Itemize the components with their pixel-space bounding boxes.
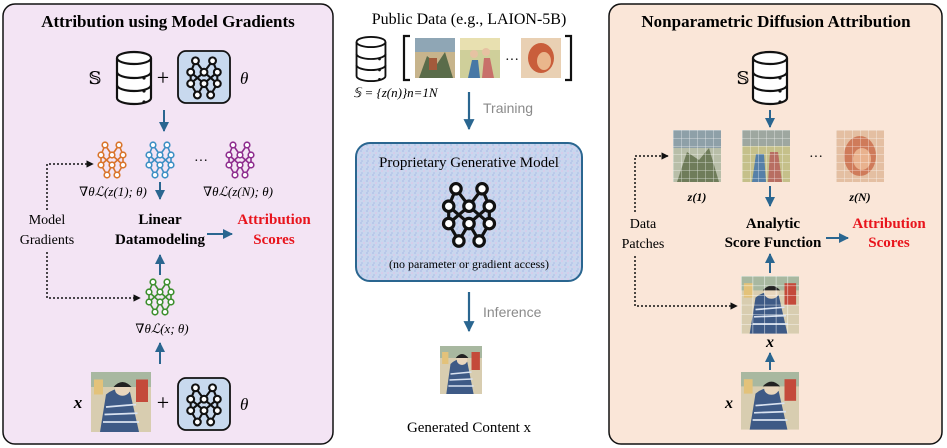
gradient-label-x: ∇θℒ(x; θ) bbox=[135, 321, 188, 336]
attribution-line1: Attribution bbox=[237, 212, 311, 228]
proprietary-model-title: Proprietary Generative Model bbox=[379, 155, 559, 171]
set-bracket-right bbox=[565, 34, 573, 82]
dotted-arrow-to-x-gradient bbox=[46, 252, 141, 302]
generated-image bbox=[439, 345, 483, 395]
dotted-arrow-to-x-patch bbox=[634, 256, 738, 310]
plus-sign-bottom: + bbox=[157, 390, 169, 415]
dataset-symbol-right: 𝕊 bbox=[737, 68, 750, 88]
left-panel-background bbox=[2, 3, 334, 445]
x-input-image-right bbox=[739, 370, 801, 431]
patch-dots: ··· bbox=[809, 150, 823, 165]
right-panel-background bbox=[608, 3, 943, 445]
x-patch-label: x bbox=[765, 334, 774, 351]
left-panel: Attribution using Model Gradients 𝕊 + θ … bbox=[2, 3, 334, 445]
linear-line1: Linear bbox=[138, 212, 182, 228]
data-patches-line1: Data bbox=[630, 217, 657, 232]
attribution-line2: Scores bbox=[253, 232, 295, 248]
gradient-dots: ··· bbox=[194, 154, 208, 169]
right-panel: Nonparametric Diffusion Attribution 𝕊 ··… bbox=[608, 3, 943, 445]
theta-symbol-bottom: θ bbox=[240, 395, 248, 414]
x-input-image bbox=[89, 370, 153, 434]
dataset-definition: 𝕊 = {z(n)}n=1N bbox=[353, 85, 439, 100]
dataset-image-2 bbox=[460, 38, 500, 78]
theta-symbol: θ bbox=[240, 69, 248, 88]
generated-content-label: Generated Content x bbox=[407, 420, 532, 436]
model-box bbox=[177, 50, 231, 104]
patch-image-1 bbox=[673, 130, 721, 182]
inference-label: Inference bbox=[483, 304, 542, 320]
dataset-icon-right bbox=[751, 50, 789, 106]
patch-image-2 bbox=[742, 130, 790, 182]
gradient-label-last: ∇θℒ(z(N); θ) bbox=[203, 184, 273, 199]
x-symbol-right: x bbox=[724, 395, 733, 412]
analytic-line1: Analytic bbox=[746, 216, 801, 232]
right-panel-title: Nonparametric Diffusion Attribution bbox=[641, 12, 911, 31]
dataset-icon bbox=[115, 50, 153, 106]
model-gradients-line1: Model bbox=[29, 213, 66, 228]
data-patches-line2: Patches bbox=[622, 237, 665, 252]
dataset-image-n bbox=[521, 38, 561, 78]
gradient-label-first: ∇θℒ(z(1); θ) bbox=[79, 184, 147, 199]
x-patch-image bbox=[739, 274, 801, 335]
dotted-arrow-to-first-gradient bbox=[46, 160, 94, 210]
public-dataset-icon bbox=[355, 35, 387, 83]
model-box-bottom bbox=[177, 377, 231, 431]
plus-sign: + bbox=[157, 65, 169, 90]
proprietary-model-note: (no parameter or gradient access) bbox=[389, 257, 549, 271]
x-symbol: x bbox=[73, 393, 83, 412]
attribution-right-line1: Attribution bbox=[852, 216, 926, 232]
dataset-symbol: 𝕊 bbox=[89, 68, 102, 88]
patch-image-n bbox=[836, 130, 884, 182]
middle-panel: Public Data (e.g., LAION-5B) ··· 𝕊 = {z(… bbox=[353, 11, 583, 436]
patch-label-1: z(1) bbox=[687, 190, 707, 204]
left-panel-title: Attribution using Model Gradients bbox=[41, 12, 295, 31]
set-bracket-left bbox=[402, 34, 410, 82]
patch-label-n: z(N) bbox=[848, 190, 870, 204]
dotted-arrow-to-patch bbox=[634, 152, 669, 212]
attribution-right-line2: Scores bbox=[868, 235, 910, 251]
dataset-dots: ··· bbox=[505, 53, 519, 68]
dataset-image-1 bbox=[415, 38, 455, 78]
linear-line2: Datamodeling bbox=[115, 232, 206, 248]
model-gradients-line2: Gradients bbox=[20, 233, 74, 248]
public-data-label: Public Data (e.g., LAION-5B) bbox=[372, 11, 567, 28]
training-label: Training bbox=[483, 100, 533, 116]
analytic-line2: Score Function bbox=[725, 235, 822, 251]
